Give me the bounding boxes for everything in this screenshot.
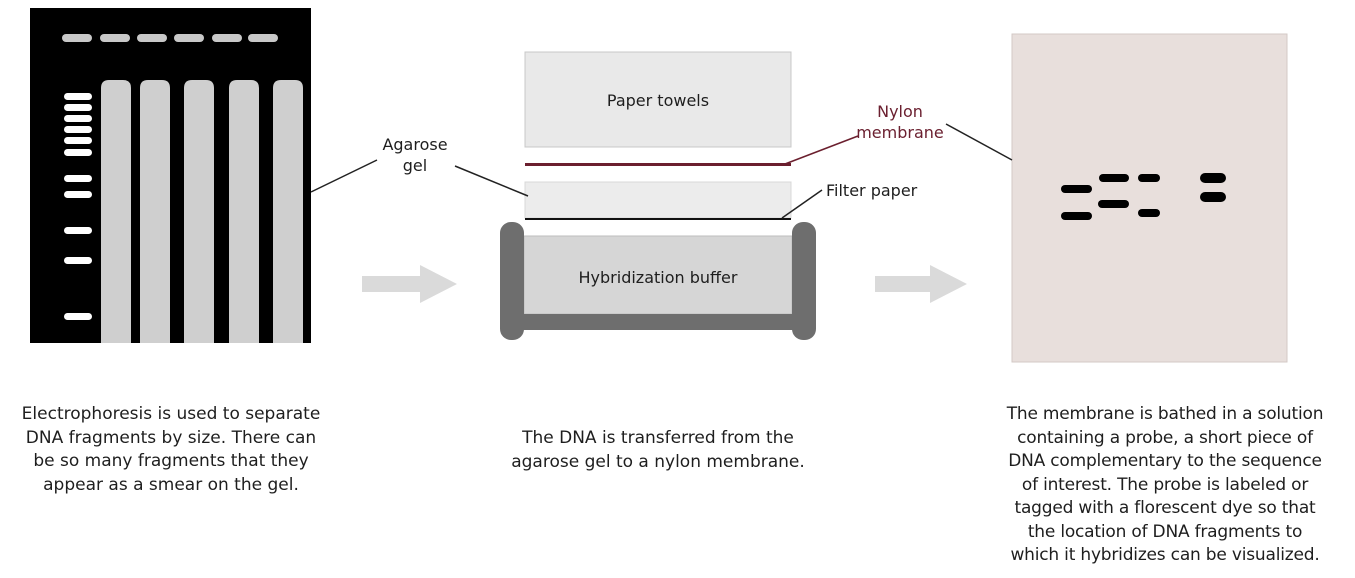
hybridization-buffer-fill <box>523 235 793 315</box>
right-arrow-icon <box>362 265 457 303</box>
probe-band <box>1061 212 1092 220</box>
ladder-band <box>64 257 92 264</box>
caption-line: the location of DNA fragments to <box>1027 521 1303 542</box>
gel-well <box>100 34 130 42</box>
membrane-sheet <box>1011 33 1288 363</box>
caption-line: containing a probe, a short piece of <box>1017 427 1313 448</box>
probe-band <box>1098 200 1129 208</box>
nylon-label-line: Nylon <box>877 102 923 121</box>
paper-towels-label: Paper towels <box>606 91 710 110</box>
probe-bands <box>1061 173 1226 220</box>
caption-line: appear as a smear on the gel. <box>43 474 299 495</box>
ladder-band <box>64 137 92 144</box>
caption-line: be so many fragments that they <box>33 451 309 471</box>
caption-line: The DNA is transferred from the <box>522 428 794 448</box>
filter-paper-label: Filter paper <box>826 181 918 200</box>
hybridized-membrane <box>945 33 1288 363</box>
gel-well <box>62 34 92 42</box>
agarose-label-line: Agarose <box>382 135 448 154</box>
nylon-membrane-layer <box>525 163 791 166</box>
gel-lane <box>273 80 303 343</box>
caption-line: which it hybridizes can be visualized. <box>1010 545 1320 565</box>
ladder-band <box>64 175 92 182</box>
caption-line: tagged with a florescent dye so that <box>1014 498 1316 518</box>
nylon-leader-line <box>784 135 859 165</box>
nylon-membrane-label: Nylon membrane <box>852 101 948 143</box>
right-arrow-icon <box>875 265 967 303</box>
probe-band <box>1200 192 1226 202</box>
transfer-caption: The DNA is transferred from the agarose … <box>488 427 828 474</box>
ladder-band <box>64 126 92 133</box>
gel-lane <box>229 80 259 343</box>
nylon-label-line: membrane <box>856 123 944 142</box>
membrane-leader-line <box>945 123 1013 161</box>
ladder-band <box>64 93 92 100</box>
agarose-gel-label: Agarose gel <box>370 134 460 176</box>
gel-lanes <box>101 80 303 343</box>
caption-line: DNA fragments by size. There can <box>25 427 317 448</box>
ladder-band <box>64 191 92 198</box>
gel-well <box>174 34 204 42</box>
gel-well <box>248 34 278 42</box>
caption-line: The membrane is bathed in a solution <box>1006 404 1324 424</box>
probe-band <box>1061 185 1092 193</box>
buffer-tray-left-wall <box>500 222 524 340</box>
membrane-caption: The membrane is bathed in a solution con… <box>980 403 1350 568</box>
caption-line: agarose gel to a nylon membrane. <box>511 451 805 472</box>
probe-band <box>1099 174 1129 182</box>
ladder-band <box>64 104 92 111</box>
ladder-band <box>64 115 92 122</box>
probe-band <box>1138 209 1160 217</box>
probe-band <box>1200 173 1226 183</box>
ladder-band <box>64 227 92 234</box>
gel-ladder <box>64 93 92 320</box>
gel-well <box>137 34 167 42</box>
gel-well <box>212 34 242 42</box>
filter-paper-layer <box>525 218 791 220</box>
gel-leader-line <box>310 159 378 193</box>
ladder-band <box>64 149 92 156</box>
paper-towels-box <box>524 51 792 148</box>
buffer-tray-base <box>520 314 796 330</box>
buffer-tray-right-wall <box>792 222 816 340</box>
agarose-gel-layer <box>524 181 792 219</box>
agarose-label-line: gel <box>402 156 428 175</box>
gel-lane <box>101 80 131 343</box>
caption-line: DNA complementary to the sequence <box>1008 451 1322 471</box>
probe-band <box>1138 174 1160 182</box>
caption-line: Electrophoresis is used to separate <box>21 404 321 424</box>
gel-wells <box>62 34 278 42</box>
electrophoresis-gel <box>30 8 378 343</box>
hybridization-buffer-label: Hybridization buffer <box>578 268 738 287</box>
filter-leader-line <box>781 189 823 219</box>
caption-line: of interest. The probe is labeled or <box>1021 474 1309 495</box>
gel-lane <box>140 80 170 343</box>
agarose-leader-line <box>454 165 529 197</box>
gel-lane <box>184 80 214 343</box>
ladder-band <box>64 313 92 320</box>
transfer-setup <box>454 51 859 340</box>
gel-caption: Electrophoresis is used to separate DNA … <box>4 403 338 497</box>
